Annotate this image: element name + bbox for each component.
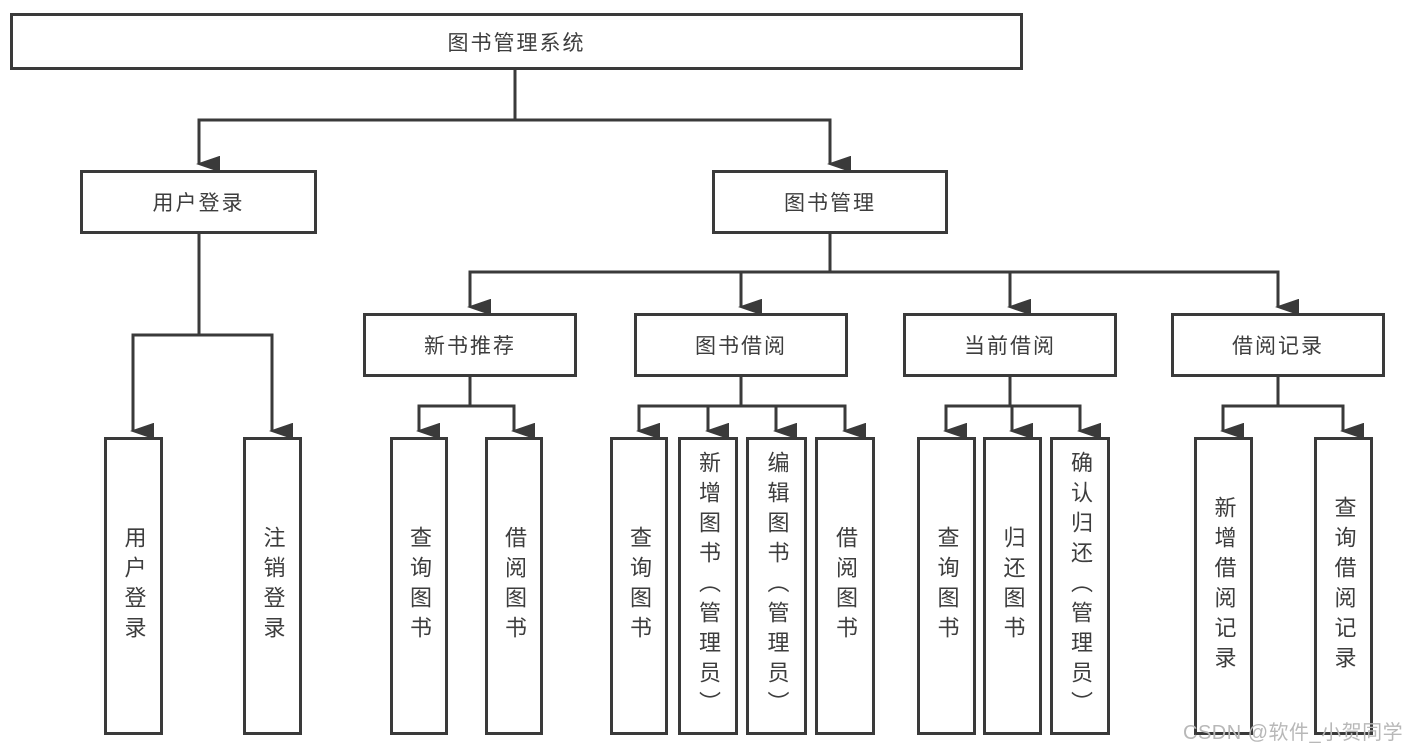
connector-new-book-recommend-children xyxy=(416,377,535,440)
node-label: 归还图书 xyxy=(1000,526,1026,646)
node-library-management-system: 图书管理系统 xyxy=(10,13,1023,70)
node-borrow-record: 借阅记录 xyxy=(1171,313,1385,377)
node-label: 查询借阅记录 xyxy=(1331,496,1357,676)
leaf-user-login: 用户登录 xyxy=(104,437,163,735)
node-label: 查询图书 xyxy=(407,526,432,646)
node-label: 图书管理系统 xyxy=(447,31,586,55)
node-label: 借阅图书 xyxy=(502,526,527,646)
node-label: 当前借阅 xyxy=(964,335,1056,358)
node-label: 图书管理 xyxy=(784,192,876,215)
leaf-edit-book-admin: 编辑图书（管理员） xyxy=(746,437,807,735)
leaf-borrow-books-recommend: 借阅图书 xyxy=(485,437,543,735)
leaf-add-book-admin: 新增图书（管理员） xyxy=(678,437,738,735)
connector-book-management-children xyxy=(467,234,1299,316)
connector-current-borrow-children xyxy=(943,377,1101,440)
connector-user-login-children xyxy=(130,234,293,440)
leaf-add-borrow-record: 新增借阅记录 xyxy=(1194,437,1253,735)
leaf-borrow-books: 借阅图书 xyxy=(815,437,875,735)
leaf-return-books: 归还图书 xyxy=(983,437,1042,735)
csdn-watermark: CSDN @软件_小贺同学 xyxy=(1183,722,1404,744)
node-label: 用户登录 xyxy=(152,192,245,215)
connector-borrow-record-children xyxy=(1220,377,1364,440)
node-label: 图书借阅 xyxy=(695,335,787,358)
node-label: 借阅图书 xyxy=(833,526,858,646)
leaf-query-books-borrow: 查询图书 xyxy=(610,437,668,735)
node-label: 查询图书 xyxy=(627,526,652,646)
node-label: 用户登录 xyxy=(121,526,147,646)
node-book-management: 图书管理 xyxy=(712,170,948,234)
connector-root-to-level2 xyxy=(196,70,851,173)
leaf-logout: 注销登录 xyxy=(243,437,302,735)
node-user-login: 用户登录 xyxy=(80,170,317,234)
leaf-query-books-recommend: 查询图书 xyxy=(390,437,448,735)
node-label: 新增图书（管理员） xyxy=(696,451,721,721)
leaf-confirm-return-admin: 确认归还（管理员） xyxy=(1050,437,1110,735)
node-label: 新书推荐 xyxy=(424,335,516,358)
leaf-query-books-current: 查询图书 xyxy=(917,437,976,735)
node-label: 注销登录 xyxy=(260,526,286,646)
leaf-query-borrow-record: 查询借阅记录 xyxy=(1314,437,1373,735)
node-label: 新增借阅记录 xyxy=(1211,496,1237,676)
node-label: 编辑图书（管理员） xyxy=(764,451,790,721)
node-book-borrow: 图书借阅 xyxy=(634,313,848,377)
node-label: 确认归还（管理员） xyxy=(1068,451,1093,721)
connector-book-borrow-children xyxy=(636,377,866,440)
node-new-book-recommend: 新书推荐 xyxy=(363,313,577,377)
node-label: 查询图书 xyxy=(934,526,960,646)
node-current-borrow: 当前借阅 xyxy=(903,313,1117,377)
node-label: 借阅记录 xyxy=(1232,335,1324,358)
